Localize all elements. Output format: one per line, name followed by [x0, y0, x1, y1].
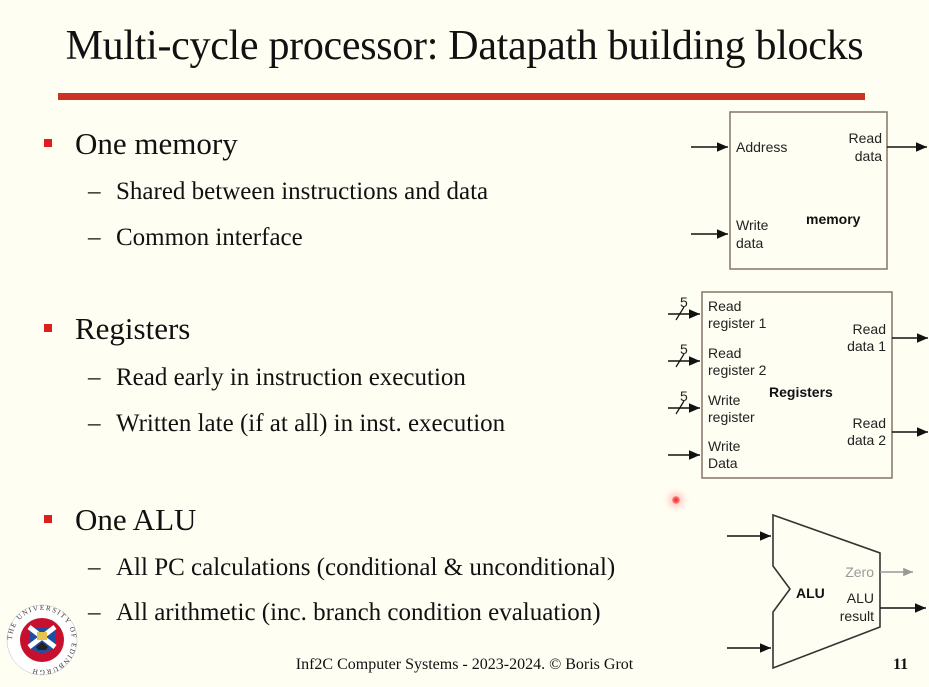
sub-point: –Common interface [88, 224, 303, 252]
sub-point-text: Common interface [116, 224, 303, 251]
sub-point: –Written late (if at all) in inst. execu… [88, 410, 505, 438]
registers-box [701, 291, 893, 479]
dash: – [88, 364, 101, 391]
alu-block: Zero ALU result ALU [727, 513, 926, 670]
alu-result-label: ALU [847, 590, 874, 606]
bus-slash [675, 400, 685, 415]
sub-point: –Shared between instructions and data [88, 178, 488, 206]
read-data-2-label: Read [853, 415, 886, 431]
read-data-1-label: Read [853, 321, 886, 337]
read-register-2-label: register 2 [708, 362, 767, 378]
bullet-square-icon [44, 139, 52, 147]
dash: – [88, 224, 101, 251]
dash: – [88, 410, 101, 437]
bullet-heading: Registers [75, 311, 191, 346]
alu-name-label: ALU [796, 585, 825, 601]
write-data-label: Data [708, 455, 738, 471]
bus-width-label: 5 [680, 341, 688, 357]
memory-name-label: memory [806, 211, 861, 227]
slide-title: Multi-cycle processor: Datapath building… [65, 23, 864, 69]
memory-write-label: Write [736, 217, 769, 233]
read-register-1-label: register 1 [708, 315, 767, 331]
memory-read-label: Read [849, 130, 882, 146]
alu-result-label: result [840, 608, 874, 624]
bus-width-label: 5 [680, 294, 688, 310]
bus-slash [675, 306, 685, 321]
memory-read-data-label: data [855, 148, 882, 164]
memory-box [729, 111, 888, 270]
write-data-label: Write [708, 438, 741, 454]
read-data-1-label: data 1 [847, 338, 886, 354]
bus-width-label: 5 [680, 388, 688, 404]
sub-point: –Read early in instruction execution [88, 364, 466, 392]
laser-pointer-cursor [672, 496, 680, 504]
slide-footer: Inf2C Computer Systems - 2023-2024. © Bo… [295, 656, 634, 673]
bullet-heading: One memory [75, 126, 238, 161]
sub-point-text: Written late (if at all) in inst. execut… [116, 410, 506, 437]
read-register-1-label: Read [708, 298, 741, 314]
dash: – [88, 554, 101, 581]
bus-slash [675, 353, 685, 368]
alu-shape [772, 513, 881, 670]
write-register-label: register [708, 409, 755, 425]
registers-name-label: Registers [769, 384, 833, 400]
bullet-square-icon [44, 515, 52, 523]
sub-point: –All arithmetic (inc. branch condition e… [88, 599, 601, 627]
sub-point-text: All arithmetic (inc. branch condition ev… [116, 599, 601, 626]
memory-write-data-label: data [736, 235, 763, 251]
page-number: 11 [893, 656, 909, 673]
read-data-2-label: data 2 [847, 432, 886, 448]
bullet-heading: One ALU [75, 502, 197, 537]
zero-label: Zero [845, 564, 874, 580]
bullet-square-icon [44, 324, 52, 332]
dash: – [88, 178, 101, 205]
write-register-label: Write [708, 392, 741, 408]
memory-address-label: Address [736, 139, 787, 155]
memory-block: Address Read data Write data memory [691, 111, 927, 270]
read-register-2-label: Read [708, 345, 741, 361]
sub-point-text: Shared between instructions and data [116, 178, 489, 205]
registers-block: 5 5 5 Read register 1 Read register 2 Wr… [668, 291, 928, 479]
sub-point: –All PC calculations (conditional & unco… [88, 554, 615, 582]
sub-point-text: Read early in instruction execution [116, 364, 466, 391]
title-underline [58, 93, 865, 100]
university-logo: THE UNIVERSITY OF EDINBURGH [6, 604, 78, 676]
sub-point-text: All PC calculations (conditional & uncon… [116, 554, 616, 581]
dash: – [88, 599, 101, 626]
